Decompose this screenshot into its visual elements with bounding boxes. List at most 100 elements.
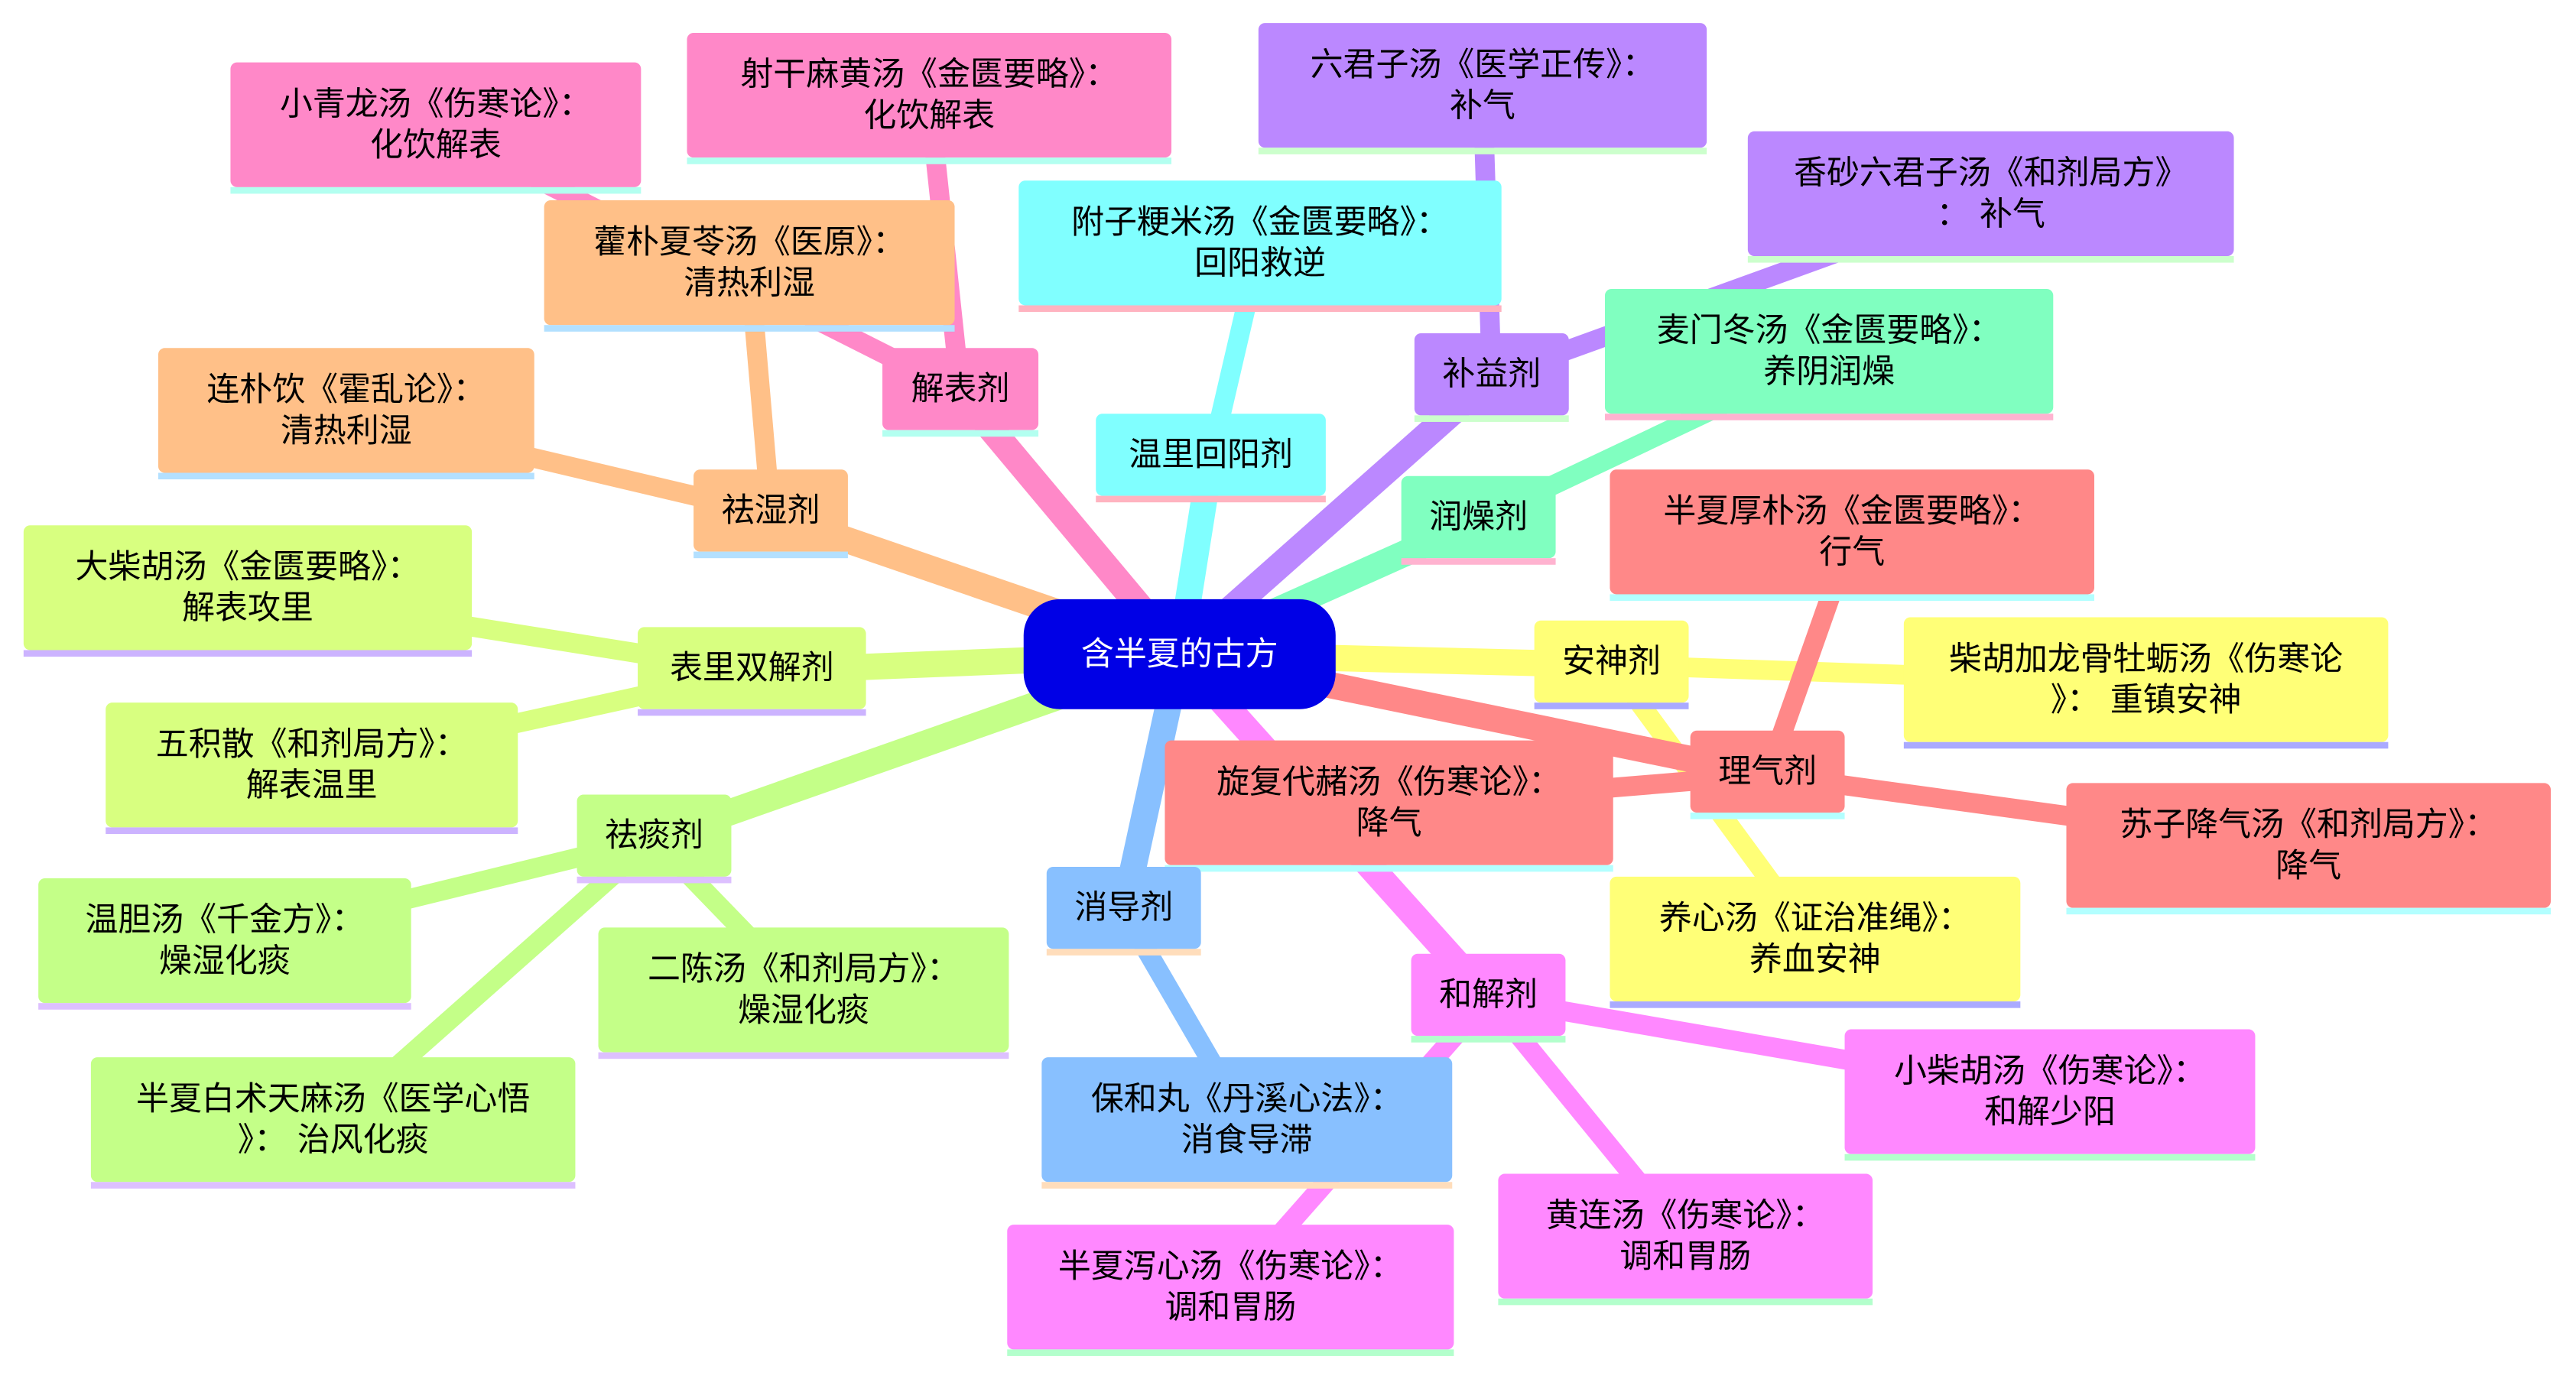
formula-node-xiaochaihu[interactable]: 小柴胡汤《伤寒论》：和解少阳 bbox=[1844, 1029, 2256, 1161]
formula-node-chaihu_longgu[interactable]: 柴胡加龙骨牡蛎汤《伤寒论》： 重镇安神 bbox=[1903, 617, 2389, 749]
root-node[interactable]: 含半夏的古方 bbox=[1023, 599, 1336, 709]
formula-node-banxia_baizhu[interactable]: 半夏白术天麻汤《医学心悟》： 治风化痰 bbox=[90, 1057, 576, 1189]
node-label-line: 解表攻里 bbox=[182, 589, 313, 628]
node-box bbox=[1414, 333, 1569, 416]
formula-node-maimendong[interactable]: 麦门冬汤《金匮要略》：养阴润燥 bbox=[1604, 288, 2054, 420]
node-box bbox=[1534, 620, 1689, 703]
formula-node-dachaihu[interactable]: 大柴胡汤《金匮要略》：解表攻里 bbox=[23, 525, 473, 657]
formula-node-suzi[interactable]: 苏子降气汤《和剂局方》：降气 bbox=[2066, 783, 2552, 915]
node-box bbox=[1401, 475, 1556, 559]
category-node-anshen[interactable]: 安神剂 bbox=[1534, 620, 1689, 709]
node-underline bbox=[544, 325, 955, 332]
node-label-line: 行气 bbox=[1819, 534, 1885, 572]
node-label-line: 半夏泻心汤《伤寒论》： bbox=[1058, 1248, 1403, 1286]
formula-node-erchen[interactable]: 二陈汤《和剂局方》：燥湿化痰 bbox=[598, 927, 1009, 1059]
formula-node-liujunzi[interactable]: 六君子汤《医学正传》：补气 bbox=[1258, 23, 1707, 154]
node-underline bbox=[1903, 741, 2389, 749]
node-underline bbox=[23, 650, 473, 657]
category-node-qutan[interactable]: 祛痰剂 bbox=[577, 794, 732, 884]
node-label-line: 解表温里 bbox=[246, 767, 378, 805]
node-underline bbox=[1610, 1001, 2021, 1008]
node-underline bbox=[1165, 865, 1613, 872]
node-label-line: 养阴润燥 bbox=[1763, 352, 1895, 391]
category-node-biaoli[interactable]: 表里双解剂 bbox=[638, 627, 866, 716]
formula-node-huanglian[interactable]: 黄连汤《伤寒论》：调和胃肠 bbox=[1498, 1173, 1873, 1306]
category-node-hejie[interactable]: 和解剂 bbox=[1411, 953, 1566, 1043]
node-label-line: 祛湿剂 bbox=[722, 492, 820, 530]
node-box bbox=[687, 32, 1172, 158]
node-box bbox=[694, 469, 848, 552]
formula-node-wuji[interactable]: 五积散《和剂局方》：解表温里 bbox=[106, 702, 518, 834]
node-label-line: ： 补气 bbox=[1936, 195, 2045, 233]
category-node-runzao[interactable]: 润燥剂 bbox=[1401, 475, 1556, 565]
node-label-line: 降气 bbox=[2276, 847, 2341, 885]
node-underline bbox=[882, 430, 1039, 437]
node-label-line: 清热利湿 bbox=[281, 412, 412, 450]
node-label-line: 麦门冬汤《金匮要略》： bbox=[1657, 312, 2002, 350]
node-underline bbox=[1018, 305, 1502, 313]
node-label-line: 安神剂 bbox=[1562, 642, 1661, 680]
category-node-qushi[interactable]: 祛湿剂 bbox=[694, 469, 848, 559]
formula-node-huopo[interactable]: 藿朴夏苓汤《医原》：清热利湿 bbox=[544, 200, 955, 332]
node-underline bbox=[1610, 594, 2094, 602]
node-box bbox=[1610, 469, 2094, 595]
formula-node-wendan[interactable]: 温胆汤《千金方》：燥湿化痰 bbox=[38, 878, 411, 1010]
formula-node-fuzi[interactable]: 附子粳米汤《金匮要略》：回阳救逆 bbox=[1018, 180, 1502, 313]
node-underline bbox=[106, 827, 518, 834]
category-node-jiebiao[interactable]: 解表剂 bbox=[882, 348, 1039, 437]
node-box bbox=[1610, 876, 2021, 1002]
node-label-line: 连朴饮《霍乱论》： bbox=[206, 371, 486, 409]
node-label-line: 半夏白术天麻汤《医学心悟 bbox=[136, 1080, 530, 1118]
node-label-line: 解表剂 bbox=[911, 370, 1010, 408]
formula-node-banxia_houpo[interactable]: 半夏厚朴汤《金匮要略》：行气 bbox=[1610, 469, 2094, 602]
node-label-line: 旋复代赭汤《伤寒论》： bbox=[1217, 763, 1561, 801]
node-underline bbox=[230, 187, 642, 194]
node-label-line: 理气剂 bbox=[1718, 752, 1817, 790]
node-underline bbox=[1258, 148, 1707, 154]
node-box bbox=[1007, 1225, 1454, 1350]
formula-node-lianpo[interactable]: 连朴饮《霍乱论》：清热利湿 bbox=[158, 348, 534, 480]
node-label-line: 养心汤《证治准绳》： bbox=[1659, 900, 1971, 938]
node-underline bbox=[1096, 495, 1326, 503]
node-box bbox=[598, 927, 1009, 1053]
node-box bbox=[106, 702, 518, 828]
formula-node-banxia_xiexin[interactable]: 半夏泻心汤《伤寒论》：调和胃肠 bbox=[1007, 1225, 1454, 1356]
node-label-line: 消导剂 bbox=[1074, 889, 1173, 927]
node-underline bbox=[1401, 558, 1556, 565]
node-underline bbox=[1844, 1153, 2256, 1161]
node-box bbox=[23, 525, 473, 651]
node-label-line: 》： 治风化痰 bbox=[238, 1121, 429, 1160]
node-label-line: 化饮解表 bbox=[863, 96, 995, 135]
node-label-line: 调和胃肠 bbox=[1619, 1238, 1751, 1276]
node-underline bbox=[1411, 1036, 1566, 1043]
formula-node-yangxin[interactable]: 养心汤《证治准绳》：养血安神 bbox=[1610, 876, 2021, 1008]
node-label-line: 柴胡加龙骨牡蛎汤《伤寒论 bbox=[1949, 640, 2343, 678]
node-label-line: 降气 bbox=[1356, 804, 1422, 842]
node-box bbox=[1046, 866, 1201, 949]
node-box bbox=[1041, 1057, 1453, 1183]
node-underline bbox=[1498, 1298, 1873, 1306]
category-node-xiaodao[interactable]: 消导剂 bbox=[1046, 866, 1201, 956]
node-box bbox=[577, 794, 732, 877]
node-box bbox=[38, 878, 411, 1004]
node-label-line: 六君子汤《医学正传》： bbox=[1311, 46, 1655, 84]
node-box bbox=[1165, 740, 1613, 865]
node-label-line: 射干麻黄汤《金匮要略》： bbox=[740, 56, 1118, 94]
node-label-line: 消食导滞 bbox=[1181, 1121, 1313, 1160]
formula-node-shegan[interactable]: 射干麻黄汤《金匮要略》：化饮解表 bbox=[687, 32, 1172, 164]
node-box bbox=[1604, 288, 2054, 414]
node-label-line: 半夏厚朴汤《金匮要略》： bbox=[1663, 492, 2041, 531]
node-box bbox=[1903, 617, 2389, 742]
formula-node-xuanfu[interactable]: 旋复代赭汤《伤寒论》：降气 bbox=[1165, 740, 1613, 872]
formula-node-xiaoqinglong[interactable]: 小青龙汤《伤寒论》：化饮解表 bbox=[230, 62, 642, 194]
node-label-line: 化饮解表 bbox=[370, 126, 502, 164]
formula-node-baohe[interactable]: 保和丸《丹溪心法》：消食导滞 bbox=[1041, 1057, 1453, 1189]
category-node-liqi[interactable]: 理气剂 bbox=[1690, 730, 1845, 819]
node-label-line: 清热利湿 bbox=[684, 264, 815, 302]
node-underline bbox=[598, 1052, 1009, 1059]
category-node-wenli[interactable]: 温里回阳剂 bbox=[1096, 414, 1326, 503]
category-node-buyi[interactable]: 补益剂 bbox=[1414, 333, 1569, 422]
node-label-line: 藿朴夏苓汤《医原》： bbox=[593, 223, 905, 261]
formula-node-xiangsha[interactable]: 香砂六君子汤《和剂局方》： 补气 bbox=[1747, 131, 2234, 263]
node-underline bbox=[1534, 702, 1689, 709]
